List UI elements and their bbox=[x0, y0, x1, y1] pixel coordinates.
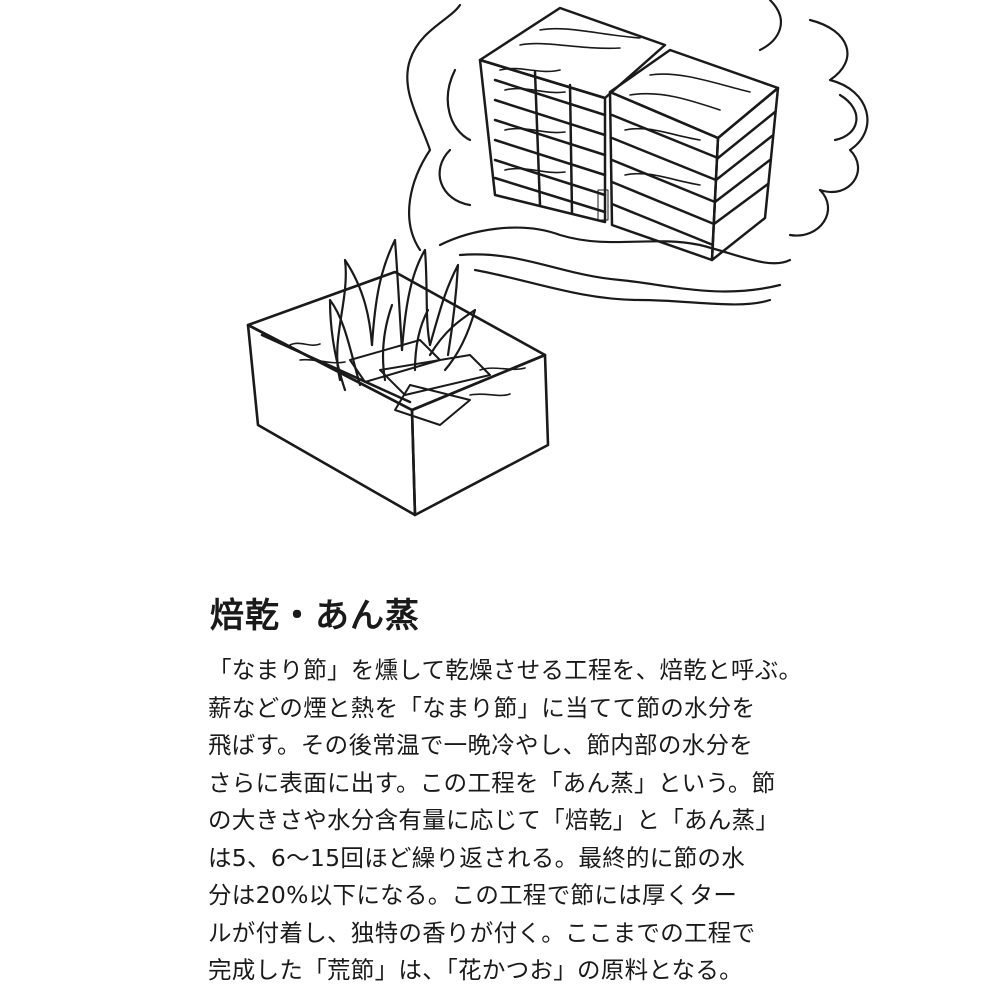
text-line: 薪などの煙と熱を「なまり節」に当てて節の水分を bbox=[208, 693, 756, 722]
text-line: さらに表面に出す。この工程を「あん蒸」という。節 bbox=[208, 768, 776, 797]
text-line: ルが付着し、独特の香りが付く。ここまでの工程で bbox=[208, 918, 756, 947]
flame-icon bbox=[328, 238, 477, 392]
drying-rack-icon bbox=[478, 6, 780, 262]
body-paragraph: 「なまり節」を燻して乾燥させる工程を、焙乾と呼ぶ。 薪などの煙と熱を「なまり節」… bbox=[208, 652, 808, 990]
text-line: 分は20%以下になる。この工程で節には厚くター bbox=[208, 881, 738, 909]
fire-pit-icon bbox=[246, 270, 550, 517]
text-line: 飛ばす。その後常温で一晩冷やし、節内部の水分を bbox=[208, 731, 754, 759]
text-line: は5、6〜15回ほど繰り返される。最終的に節の水 bbox=[208, 843, 746, 872]
illustration bbox=[246, 0, 869, 517]
text-line: の大きさや水分含有量に応じて「焙乾」と「あん蒸」 bbox=[208, 806, 780, 834]
smoke-icon bbox=[406, 0, 869, 306]
text-line: 「なまり節」を燻して乾燥させる工程を、焙乾と呼ぶ。 bbox=[208, 656, 803, 684]
section-title: 焙乾・あん蒸 bbox=[210, 596, 420, 636]
text-line: 完成した「荒節」は、「花かつお」の原料となる。 bbox=[208, 956, 743, 984]
